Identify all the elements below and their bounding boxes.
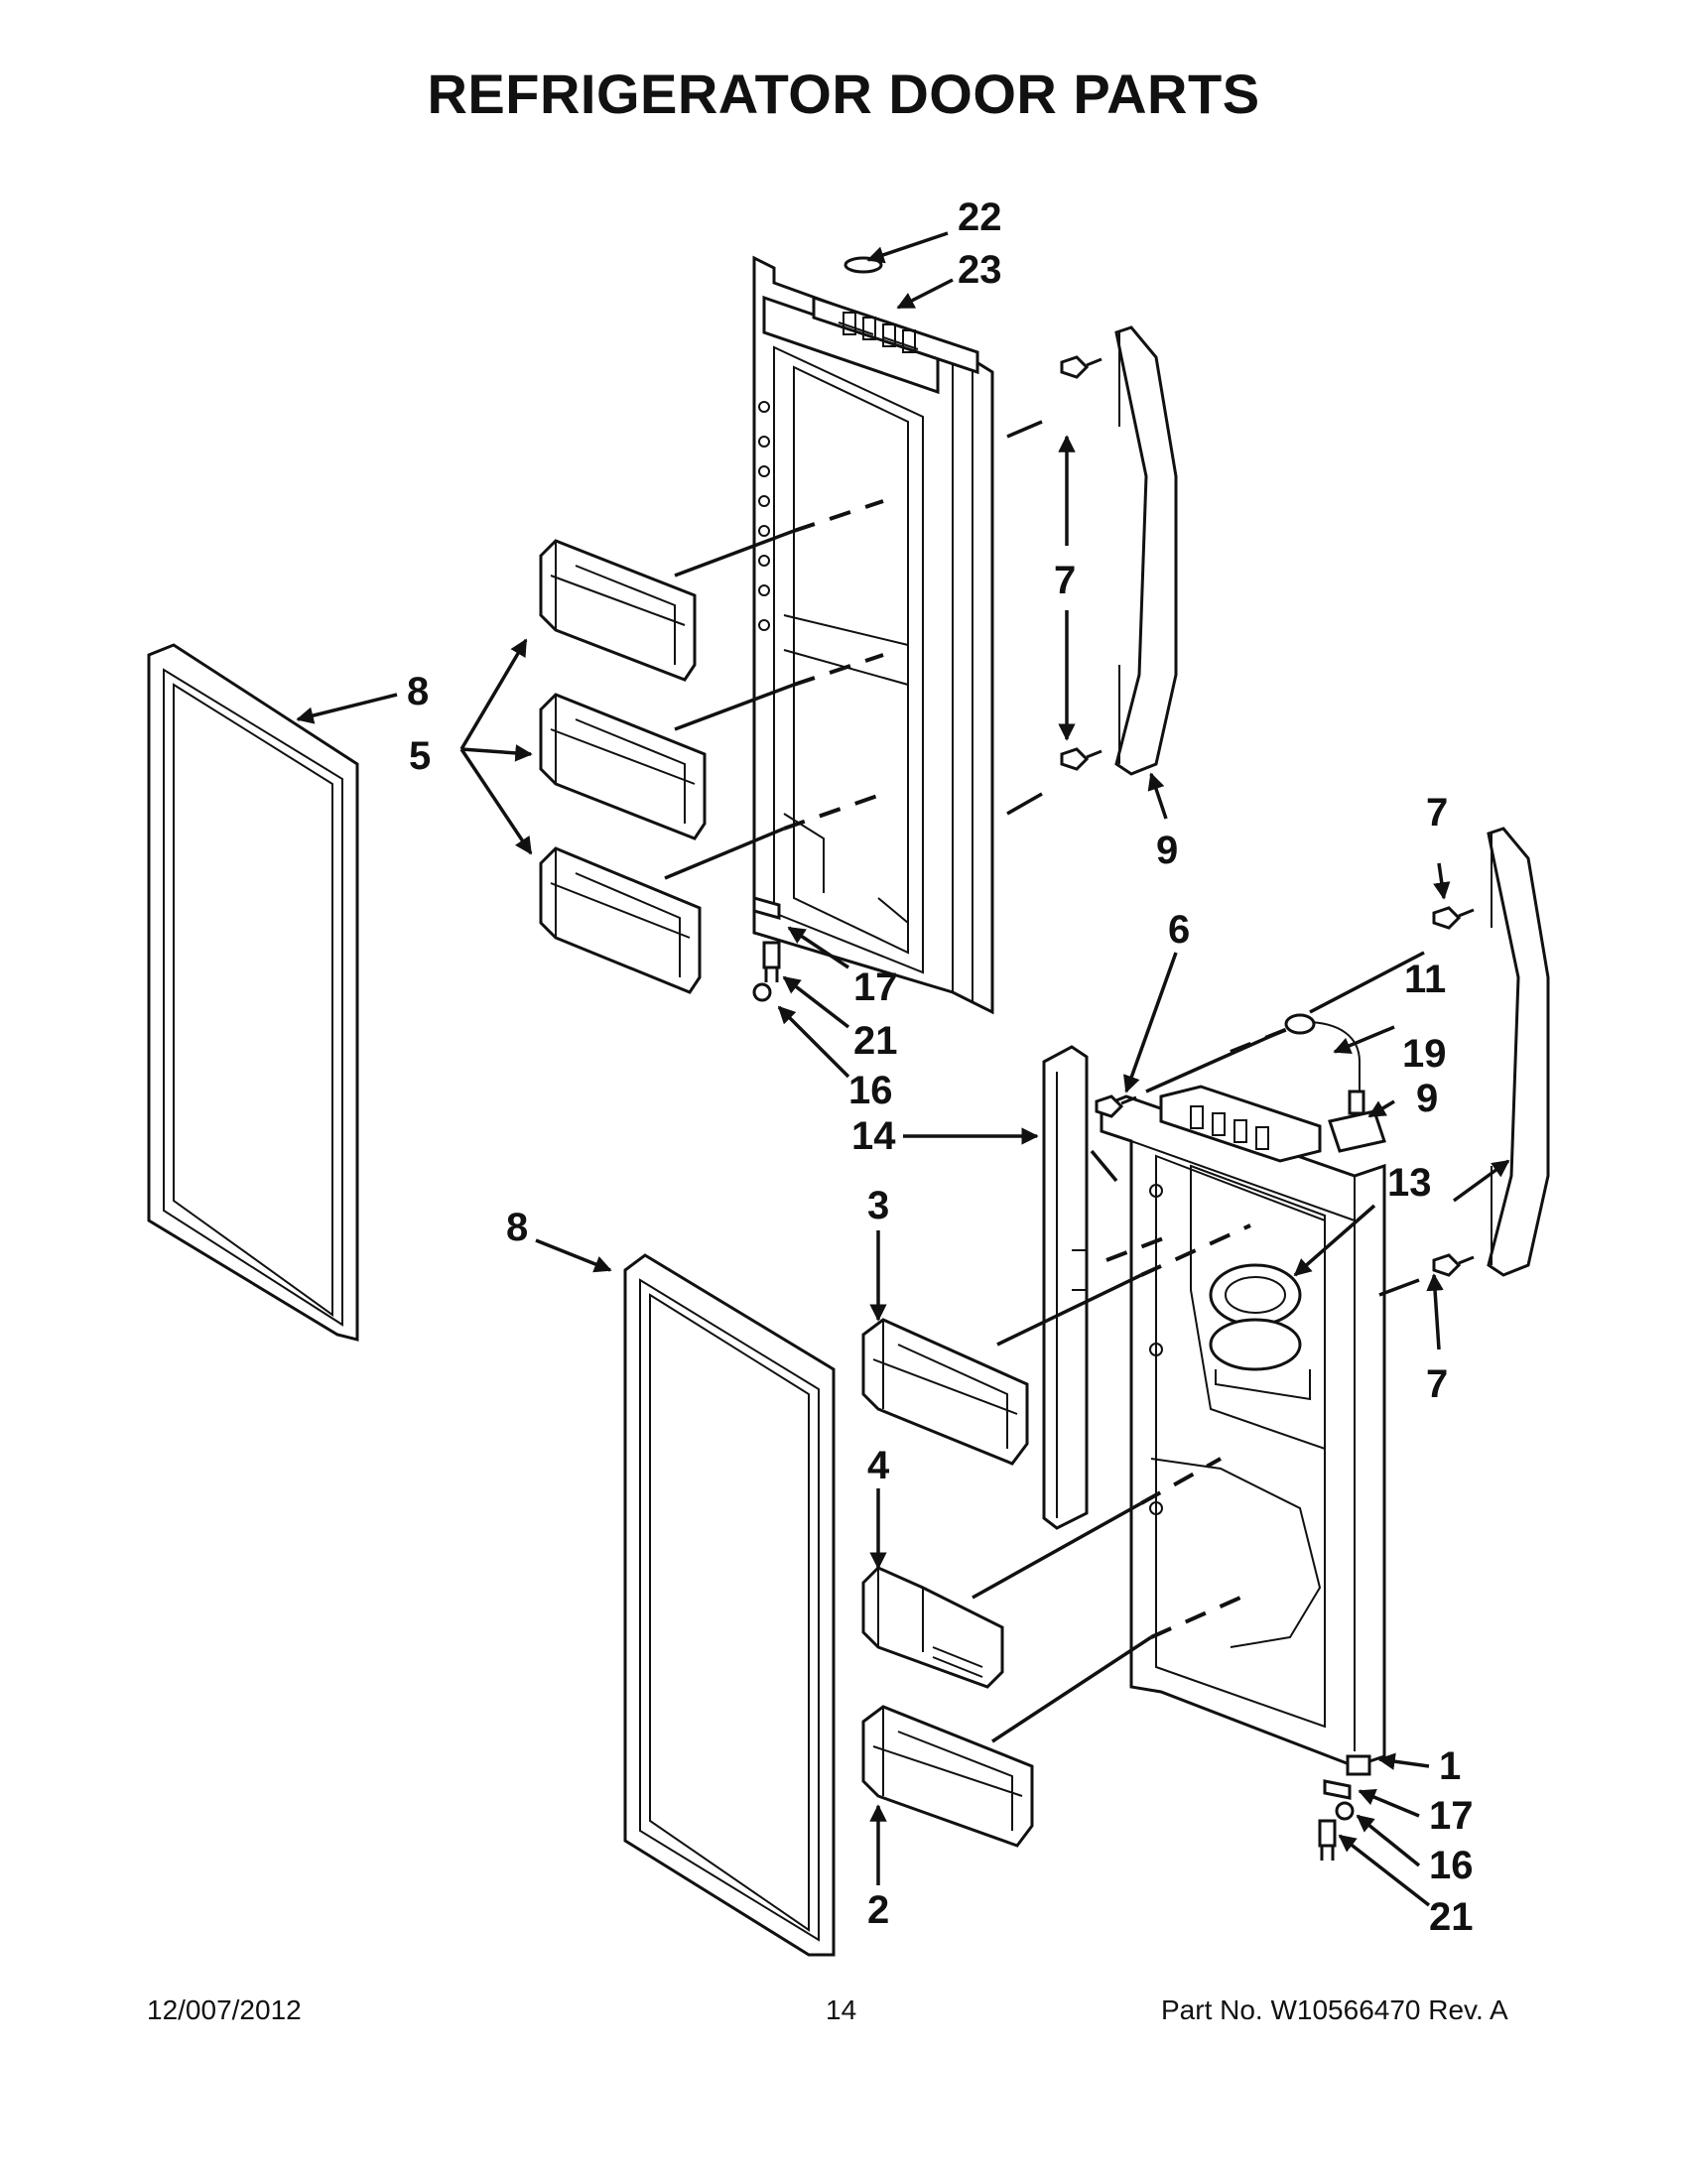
upper-hinge-hardware xyxy=(752,896,781,1002)
lower-hinge-hardware xyxy=(1318,1754,1371,1861)
footer-date: 12/007/2012 xyxy=(147,1994,302,2025)
callout-7: 7 xyxy=(1426,791,1448,835)
callout-4: 4 xyxy=(867,1444,890,1487)
footer-part-number: Part No. W10566470 Rev. A xyxy=(1161,1994,1508,2025)
callout-5: 5 xyxy=(409,734,431,778)
upper-door-liner xyxy=(752,255,994,1015)
callout-7: 7 xyxy=(1054,559,1076,602)
callout-1: 1 xyxy=(1439,1744,1461,1788)
upper-door-handle xyxy=(1114,325,1178,776)
ice-chute-funnel xyxy=(1209,1263,1311,1401)
lower-door-bin-3 xyxy=(861,1318,1029,1466)
callout-9: 9 xyxy=(1416,1077,1438,1120)
door-stop-bar xyxy=(1042,1045,1089,1530)
upper-door-bin xyxy=(539,846,702,994)
lower-door-bin-4 xyxy=(861,1566,1004,1689)
callout-3: 3 xyxy=(867,1184,889,1227)
lower-door-liner xyxy=(1100,1094,1386,1768)
lower-door-cap xyxy=(1159,1085,1322,1163)
callout-23: 23 xyxy=(958,248,1002,292)
leader-arrows xyxy=(296,231,1510,1907)
upper-door-plug xyxy=(844,256,883,274)
callout-8: 8 xyxy=(407,670,429,713)
lower-handle-screw xyxy=(1432,906,1475,1277)
door-stop-screw xyxy=(1095,1094,1137,1118)
callout-17: 17 xyxy=(853,965,898,1009)
upper-door-bin xyxy=(539,539,697,682)
upper-door-cap xyxy=(812,295,979,375)
door-hinge-bracket xyxy=(1328,1109,1386,1153)
lower-door-gasket xyxy=(623,1253,836,1957)
water-tube-fitting xyxy=(1284,1013,1365,1115)
lower-door-handle xyxy=(1487,827,1550,1277)
alignment-lines xyxy=(664,420,1425,1743)
upper-door-bin xyxy=(539,693,707,840)
lower-door-bin-2 xyxy=(861,1705,1034,1848)
upper-door-gasket xyxy=(147,643,359,1342)
callout-labels: 22 23 7 9 8 5 17 21 16 7 6 11 19 9 14 3 … xyxy=(407,195,1474,1939)
upper-handle-screw xyxy=(1060,355,1103,771)
callout-16: 16 xyxy=(1429,1844,1474,1887)
callout-8: 8 xyxy=(506,1206,528,1249)
page-title: REFRIGERATOR DOOR PARTS xyxy=(427,63,1260,125)
callout-2: 2 xyxy=(867,1888,889,1932)
footer-page-number: 14 xyxy=(826,1994,857,2025)
callout-14: 14 xyxy=(851,1114,896,1158)
callout-22: 22 xyxy=(958,195,1002,239)
callout-7: 7 xyxy=(1426,1362,1448,1406)
callout-17: 17 xyxy=(1429,1794,1474,1838)
callout-13: 13 xyxy=(1387,1161,1432,1205)
callout-16: 16 xyxy=(848,1069,893,1112)
callout-11: 11 xyxy=(1404,958,1446,1001)
callout-21: 21 xyxy=(853,1019,898,1063)
callout-9: 9 xyxy=(1156,829,1178,872)
callout-6: 6 xyxy=(1168,908,1190,952)
callout-21: 21 xyxy=(1429,1895,1474,1939)
callout-19: 19 xyxy=(1402,1032,1447,1076)
